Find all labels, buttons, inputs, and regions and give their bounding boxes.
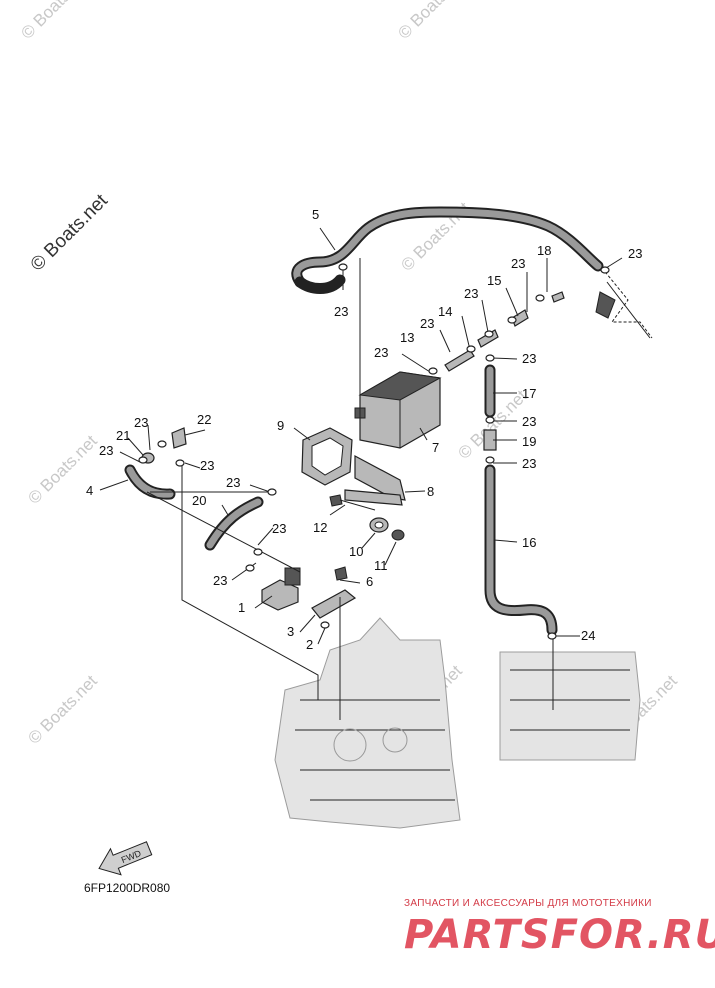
- banner-logo: PARTSFOR.RU: [404, 912, 715, 958]
- callout-23: 23: [334, 304, 348, 319]
- fwd-arrow: FWD: [98, 841, 153, 876]
- callout-18: 18: [537, 243, 551, 258]
- fitting-18: [551, 291, 565, 303]
- bracket-right-end: [595, 267, 653, 339]
- callout-23: 23: [272, 521, 286, 536]
- grommet-10: [369, 517, 389, 533]
- valve-1: [261, 567, 301, 611]
- bracket-3: [311, 589, 357, 619]
- callout-3: 3: [287, 624, 294, 639]
- watermark-top-left: © Boats.net: [17, 0, 94, 43]
- watermark-brand: © Boats.net: [27, 190, 113, 276]
- callout-19: 19: [522, 434, 536, 449]
- callout-23: 23: [522, 456, 536, 471]
- callout-23: 23: [226, 475, 240, 490]
- callout-labels: 1 2 3 4 5 6 7 8 9 10 11 12 13 14 15 16 1…: [86, 207, 642, 652]
- callout-13: 13: [400, 330, 414, 345]
- callout-2: 2: [306, 637, 313, 652]
- hose-5: [291, 206, 604, 294]
- callout-21: 21: [116, 428, 130, 443]
- callout-17: 17: [522, 386, 536, 401]
- fitting-13: [444, 349, 475, 372]
- bolt-6: [334, 566, 348, 581]
- callout-23: 23: [464, 286, 478, 301]
- hose-4: [124, 464, 176, 500]
- watermark-top-mid: © Boats.net: [394, 0, 471, 43]
- callout-11: 11: [374, 558, 388, 573]
- callout-23: 23: [374, 345, 388, 360]
- callout-10: 10: [349, 544, 363, 559]
- joint-22: [171, 427, 187, 449]
- callout-23: 23: [213, 573, 227, 588]
- bracket-8: [344, 455, 406, 506]
- clips-23: [138, 263, 610, 640]
- callout-5: 5: [312, 207, 319, 222]
- banner-tagline: ЗАПЧАСТИ И АКСЕССУАРЫ ДЛЯ МОТОТЕХНИКИ: [404, 898, 652, 909]
- callout-6: 6: [366, 574, 373, 589]
- callout-14: 14: [438, 304, 452, 319]
- callout-23: 23: [522, 414, 536, 429]
- callout-4: 4: [86, 483, 93, 498]
- callout-12: 12: [313, 520, 327, 535]
- collar-11: [391, 529, 405, 541]
- partsfor-banner: ЗАПЧАСТИ И АКСЕССУАРЫ ДЛЯ МОТОТЕХНИКИ PA…: [404, 898, 715, 958]
- callout-8: 8: [427, 484, 434, 499]
- bolt-12: [329, 494, 376, 511]
- callout-1: 1: [238, 600, 245, 615]
- callout-22: 22: [197, 412, 211, 427]
- engine-block-left: [274, 617, 461, 829]
- callout-23: 23: [522, 351, 536, 366]
- callout-23: 23: [628, 246, 642, 261]
- callout-20: 20: [192, 493, 206, 508]
- callout-23: 23: [511, 256, 525, 271]
- watermark-left-2: © Boats.net: [24, 671, 101, 748]
- callout-7: 7: [432, 440, 439, 455]
- callout-23: 23: [134, 415, 148, 430]
- callout-23: 23: [420, 316, 434, 331]
- callout-24: 24: [581, 628, 595, 643]
- canister-7: [354, 371, 442, 449]
- engine-block-right: [499, 651, 641, 761]
- bracket-9: [301, 427, 353, 486]
- callout-9: 9: [277, 418, 284, 433]
- diagram-code: 6FP1200DR080: [84, 881, 170, 895]
- callout-23: 23: [99, 443, 113, 458]
- callout-15: 15: [487, 273, 501, 288]
- hose-16: [484, 464, 558, 636]
- leader-lines: [99, 227, 651, 720]
- hose-20: [204, 496, 264, 551]
- callout-23: 23: [200, 458, 214, 473]
- callout-16: 16: [522, 535, 536, 550]
